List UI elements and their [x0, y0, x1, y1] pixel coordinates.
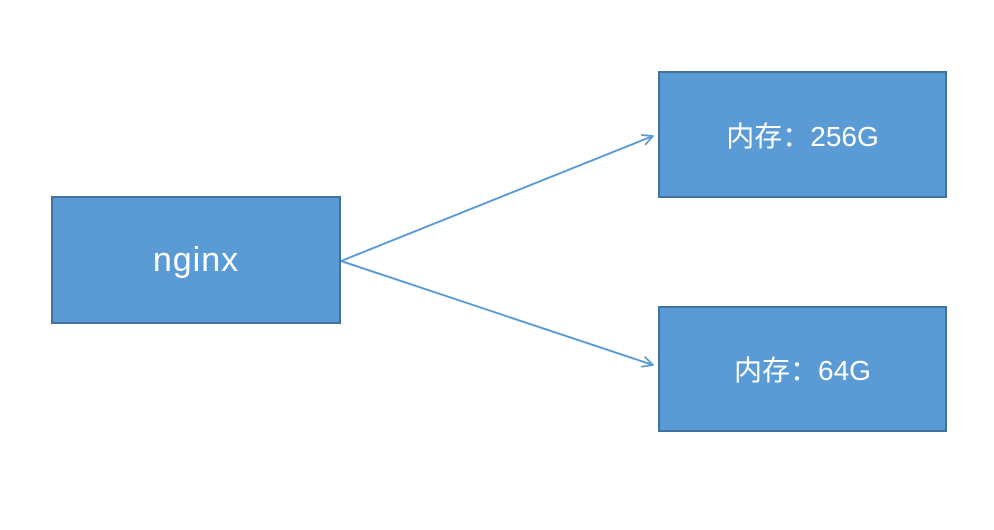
node-memory-256-label: 内存：256G — [726, 120, 879, 152]
node-memory-256[interactable]: 内存：256G — [658, 71, 947, 198]
node-memory-64-label: 内存：64G — [734, 355, 871, 386]
edge-nginx-to-memory-64 — [340, 260, 654, 368]
edge-nginx-to-memory-256 — [340, 134, 654, 262]
node-memory-64[interactable]: 内存：64G — [658, 306, 947, 432]
node-nginx-label: nginx — [152, 240, 240, 279]
node-nginx[interactable]: nginx — [51, 196, 341, 324]
